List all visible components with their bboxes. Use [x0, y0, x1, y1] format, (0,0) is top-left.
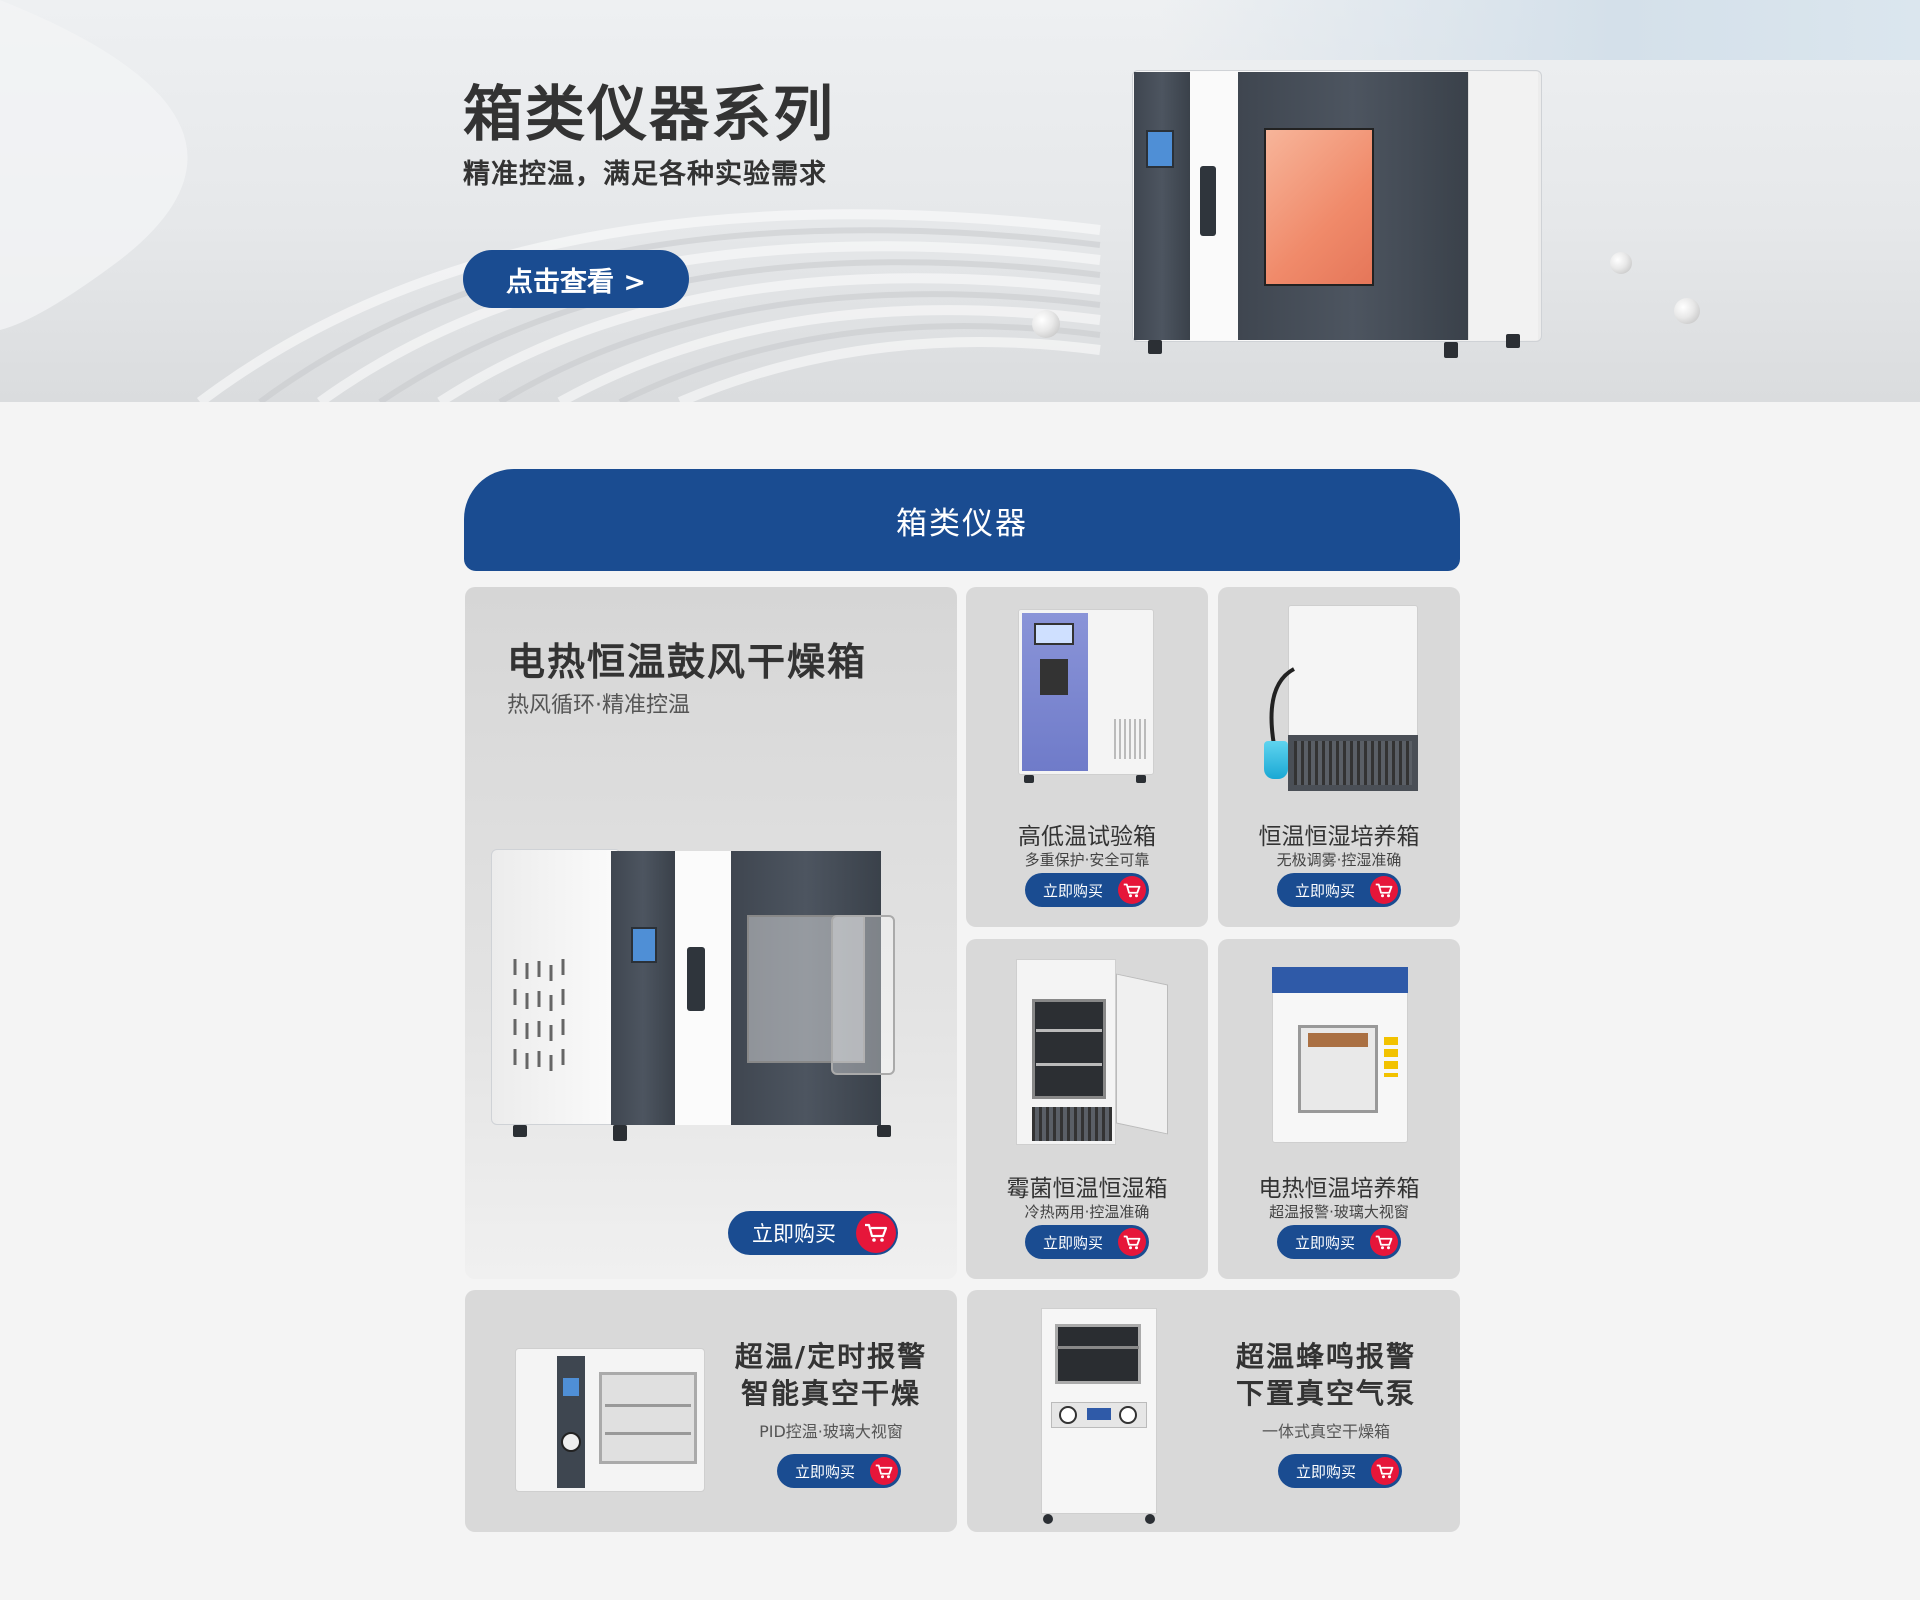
shopping-cart-icon [870, 1457, 898, 1485]
section-title: 箱类仪器 [896, 505, 1028, 542]
product-image [1016, 959, 1172, 1149]
product-name: 霉菌恒温恒湿箱 [1006, 1176, 1168, 1202]
product-desc: 冷热两用·控温准确 [1024, 1203, 1150, 1221]
shopping-cart-icon [1370, 1228, 1398, 1256]
pearl-decoration [1674, 298, 1700, 324]
pearl-decoration [1032, 310, 1060, 338]
product-feature-line-1: 超温蜂鸣报警 [1235, 1340, 1416, 1373]
pearl-decoration [1610, 252, 1632, 274]
vent-grille-decoration [513, 959, 565, 1071]
buy-now-button[interactable]: 立即购买 [1277, 1225, 1401, 1259]
product-name: 高低温试验箱 [1018, 824, 1156, 850]
buy-now-label: 立即购买 [752, 1222, 836, 1246]
product-name: 恒温恒湿培养箱 [1258, 824, 1420, 850]
product-card-mold-chamber[interactable]: 霉菌恒温恒湿箱 冷热两用·控温准确 立即购买 [966, 939, 1208, 1279]
product-image [1272, 967, 1408, 1147]
product-feature-line-1: 超温/定时报警 [734, 1340, 928, 1373]
sand-ripples-decoration [0, 0, 1101, 402]
product-card-vacuum-dryer[interactable]: 超温/定时报警 智能真空干燥 PID控温·玻璃大视窗 立即购买 [465, 1290, 957, 1532]
product-card-incubator[interactable]: 电热恒温培养箱 超温报警·玻璃大视窗 立即购买 [1218, 939, 1460, 1279]
product-feature-line-2: 下置真空气泵 [1235, 1377, 1416, 1410]
product-desc: 超温报警·玻璃大视窗 [1269, 1203, 1409, 1221]
buy-now-label: 立即购买 [1296, 1462, 1357, 1481]
section-header: 箱类仪器 [464, 469, 1460, 571]
buy-now-button[interactable]: 立即购买 [1025, 1225, 1149, 1259]
shopping-cart-icon [1118, 1228, 1146, 1256]
hero-view-button[interactable]: 点击查看 > [463, 250, 689, 308]
hero-product-image [1132, 70, 1542, 360]
product-card-vacuum-pump-dryer[interactable]: 超温蜂鸣报警 下置真空气泵 一体式真空干燥箱 立即购买 [967, 1290, 1460, 1532]
hero-title: 箱类仪器系列 [463, 80, 835, 150]
buy-now-label: 立即购买 [1043, 881, 1104, 900]
shopping-cart-icon [856, 1213, 896, 1253]
buy-now-label: 立即购买 [1043, 1233, 1104, 1252]
product-name: 电热恒温培养箱 [1258, 1176, 1420, 1202]
product-card-humidity-incubator[interactable]: 恒温恒湿培养箱 无极调雾·控湿准确 立即购买 [1218, 587, 1460, 927]
product-feature-line-2: 智能真空干燥 [740, 1377, 921, 1410]
product-image [1018, 609, 1154, 785]
shopping-cart-icon [1371, 1457, 1399, 1485]
buy-now-label: 立即购买 [1295, 881, 1356, 900]
buy-now-button[interactable]: 立即购买 [1277, 873, 1401, 907]
product-image [1041, 1308, 1161, 1526]
buy-now-button[interactable]: 立即购买 [1278, 1454, 1402, 1488]
buy-now-button[interactable]: 立即购买 [1025, 873, 1149, 907]
product-desc: 一体式真空干燥箱 [1261, 1422, 1390, 1441]
hero-subtitle: 精准控温，满足各种实验需求 [463, 159, 827, 190]
product-desc: 热风循环·精准控温 [507, 693, 690, 718]
buy-now-button[interactable]: 立即购买 [728, 1211, 898, 1255]
product-image [491, 849, 927, 1149]
buy-now-label: 立即购买 [795, 1462, 856, 1481]
product-name: 电热恒温鼓风干燥箱 [507, 640, 868, 684]
product-desc: 多重保护·安全可靠 [1024, 851, 1150, 869]
product-card-featured[interactable]: 电热恒温鼓风干燥箱 热风循环·精准控温 立即购买 [465, 587, 957, 1279]
shopping-cart-icon [1118, 876, 1146, 904]
product-image [515, 1348, 711, 1498]
hero-sky [1160, 0, 1920, 60]
product-desc: PID控温·玻璃大视窗 [759, 1422, 903, 1441]
product-image [1258, 605, 1428, 795]
product-desc: 无极调雾·控湿准确 [1276, 851, 1402, 869]
buy-now-label: 立即购买 [1295, 1233, 1356, 1252]
product-card-high-low-temp[interactable]: 高低温试验箱 多重保护·安全可靠 立即购买 [966, 587, 1208, 927]
buy-now-button[interactable]: 立即购买 [777, 1454, 901, 1488]
shopping-cart-icon [1370, 876, 1398, 904]
hero-banner: 箱类仪器系列 精准控温，满足各种实验需求 点击查看 > [0, 0, 1920, 402]
